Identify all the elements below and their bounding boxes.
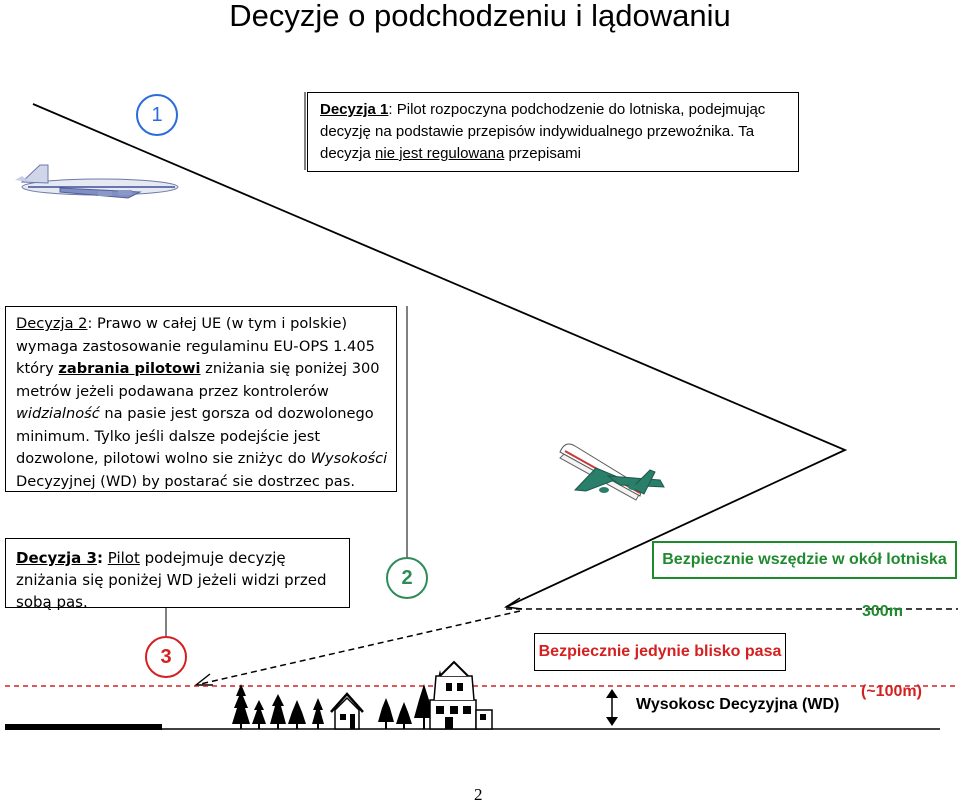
decision-1-text-a: : Pilot rozpoczyna podchodzenie do lotni… — [320, 101, 766, 162]
decision-3-emph: Pilot — [107, 549, 140, 567]
airplane-right-icon — [559, 443, 665, 501]
marker-1: 1 — [136, 94, 178, 136]
decision-3-label: Decyzja 3 — [16, 549, 97, 567]
safe-near-runway-label: Bezpiecznie jedynie blisko pasa — [534, 633, 786, 671]
page-number: 2 — [474, 785, 483, 804]
house-small-icon — [330, 692, 364, 730]
house-large-icon — [429, 660, 493, 730]
airplane-left-icon — [15, 164, 179, 199]
decision-2-text-a: : Prawo w całej UE (w tym i polskie) wym… — [16, 315, 375, 377]
altitude-300m-label: 300m — [862, 603, 903, 620]
decision-3-box: Decyzja 3: Pilot podejmuje decyzję zniża… — [5, 538, 350, 611]
decision-2-text-b: zniżania się poniżej 300 metrów jeżeli p… — [16, 360, 380, 400]
decision-height-label: Wysokosc Decyzyjna (WD) — [636, 696, 840, 713]
decision-1-emph: nie jest regulowana — [375, 145, 505, 162]
decision-2-text-d: Decyzyjnej (WD) by postarać sie dostrzec… — [16, 472, 355, 490]
marker-3: 3 — [145, 636, 187, 678]
page-title: Decyzje o podchodzeniu i lądowaniu — [229, 0, 731, 33]
decision-2-label: Decyzja 2 — [16, 315, 88, 332]
decision-2-italic-1: widzialność — [16, 405, 100, 422]
safe-everywhere-label: Bezpiecznie wszędzie w okół lotniska — [652, 541, 957, 579]
final-approach-dashed — [195, 610, 521, 686]
runway — [5, 724, 162, 730]
decision-2-text-c: na pasie jest gorsza od dozwolonego mini… — [16, 405, 374, 467]
decision-3-text-a: podejmuje decyzję zniżania się poniżej W… — [16, 549, 327, 611]
approach-path — [32, 103, 848, 608]
decision-1-text-b: przepisami — [504, 145, 581, 162]
decision-3-colon: : — [96, 549, 103, 567]
decision-2-emph: zabrania pilotowi — [58, 360, 201, 377]
final-approach-arrow — [193, 673, 213, 686]
trees-left-icon — [232, 684, 324, 729]
height-double-arrow — [606, 689, 618, 726]
decision-2-italic-2: Wysokości — [310, 450, 388, 467]
decision-1-box: Decyzja 1: Pilot rozpoczyna podchodzenie… — [307, 92, 799, 172]
decision-1-label: Decyzja 1 — [320, 101, 389, 118]
decision-2-box: Decyzja 2: Prawo w całej UE (w tym i pol… — [5, 306, 397, 492]
altitude-100m-label: (~100m) — [861, 683, 922, 700]
marker-2: 2 — [386, 557, 428, 599]
